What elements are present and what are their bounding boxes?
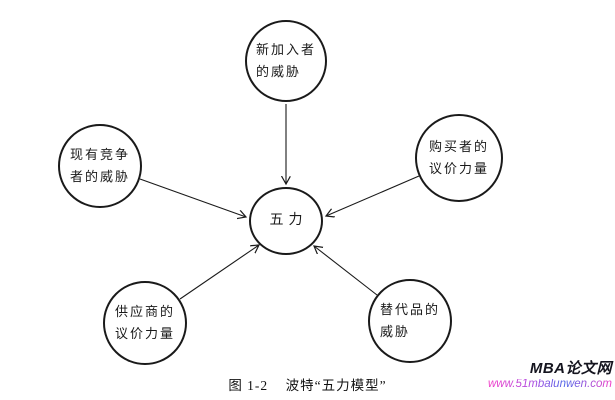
node-suppliers-label: 供应商的 议价力量	[114, 304, 175, 341]
watermark-site-name: MBA论文网	[529, 360, 612, 377]
arrow-buyers-to-center	[326, 175, 420, 216]
arrow-suppliers-to-center	[179, 245, 259, 300]
watermark-site-url: www.51mbalunwen.com	[487, 378, 612, 390]
figure-caption: 图 1-2 波特“五力模型”	[228, 378, 387, 393]
node-existing-competitors: 现有竞争 者的威胁	[58, 124, 142, 208]
node-buyers-label: 购买者的 议价力量	[428, 139, 489, 176]
watermark: MBA论文网 www.51mbalunwen.com	[488, 361, 612, 391]
node-center-label: 五力	[269, 213, 308, 228]
node-substitutes: 替代品的 威胁	[368, 279, 452, 363]
node-buyers: 购买者的 议价力量	[415, 114, 503, 202]
node-existing-competitors-label: 现有竞争 者的威胁	[69, 147, 130, 184]
arrow-existing-competitors-to-center	[139, 178, 246, 217]
node-suppliers: 供应商的 议价力量	[103, 281, 187, 365]
node-center-five-forces: 五力	[249, 187, 323, 255]
node-new-entrants-label: 新加入者 的威胁	[255, 42, 316, 79]
node-new-entrants: 新加入者 的威胁	[245, 20, 327, 102]
arrow-substitutes-to-center	[314, 246, 378, 296]
node-substitutes-label: 替代品的 威胁	[379, 302, 440, 339]
